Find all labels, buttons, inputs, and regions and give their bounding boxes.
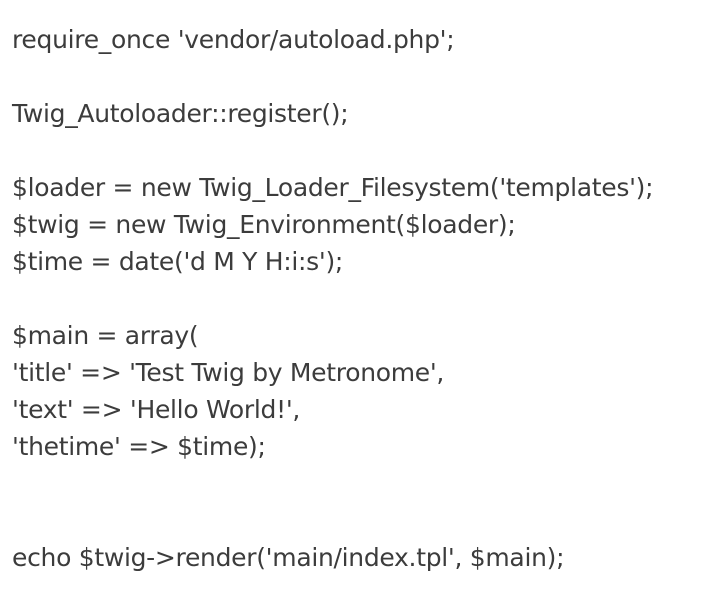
code-line-blank xyxy=(12,280,720,317)
code-line: $time = date('d M Y H:i:s'); xyxy=(12,247,344,276)
code-line: 'thetime' => $time); xyxy=(12,432,266,461)
code-line: $loader = new Twig_Loader_Filesystem('te… xyxy=(12,173,654,202)
code-line: $twig = new Twig_Environment($loader); xyxy=(12,210,516,239)
code-line: $main = array( xyxy=(12,321,199,350)
code-line-blank xyxy=(12,465,720,502)
code-line: require_once 'vendor/autoload.php'; xyxy=(12,25,455,54)
code-line: Twig_Autoloader::register(); xyxy=(12,99,349,128)
code-line: 'title' => 'Test Twig by Metronome', xyxy=(12,358,445,387)
code-line: echo $twig->render('main/index.tpl', $ma… xyxy=(12,543,565,572)
code-line-blank xyxy=(12,132,720,169)
code-line-blank xyxy=(12,58,720,95)
code-line: 'text' => 'Hello World!', xyxy=(12,395,301,424)
code-line-blank xyxy=(12,502,720,539)
